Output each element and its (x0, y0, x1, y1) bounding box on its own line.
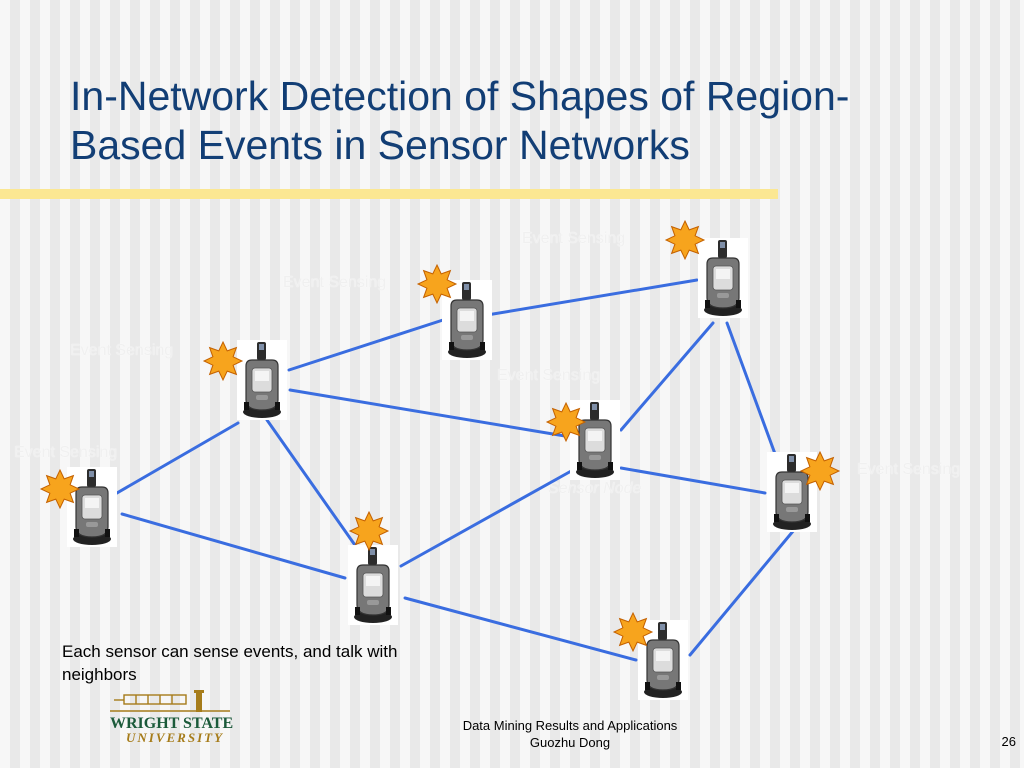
link (688, 528, 796, 657)
link (265, 418, 359, 550)
event-burst-icon (40, 469, 80, 509)
event-burst-icon (546, 402, 586, 442)
slide-title-line-2: Based Events in Sensor Networks (70, 122, 690, 168)
slide-caption: Each sensor can sense events, and talk w… (62, 642, 398, 684)
event-burst-icon (417, 264, 457, 304)
link (120, 512, 347, 580)
tower-icon (194, 690, 204, 712)
sensor-node-icon (697, 237, 749, 319)
event-burst-icon (665, 220, 705, 260)
footer-course-title: Data Mining Results and Applications (462, 718, 678, 733)
sensor-node-icon (347, 544, 399, 626)
slide-title-line-1: In-Network Detection of Shapes of Region… (70, 73, 850, 119)
footer-author: Guozhu Dong (529, 735, 611, 750)
sensor-node-icon (441, 279, 493, 361)
title-underline-bar (0, 189, 778, 199)
event-burst-icon (349, 511, 389, 551)
logo-text-line-1: WRIGHT STATE (110, 715, 233, 732)
wright-state-logo: WRIGHT STATE UNIVERSITY (110, 690, 233, 745)
slide-title: In-Network Detection of Shapes of Region… (70, 72, 970, 170)
event-burst-icon (800, 451, 840, 491)
slide-number: 26 (1001, 734, 1016, 749)
logo-text-line-2: UNIVERSITY (126, 730, 224, 745)
event-sensing-label: Event Sensing (497, 367, 601, 384)
network-links (108, 278, 796, 662)
link (399, 468, 575, 568)
sensor-node-icon (66, 466, 118, 548)
link (287, 318, 445, 372)
sensor-node-icon (236, 339, 288, 421)
link (619, 466, 767, 495)
event-sensing-label: Event Sensing (283, 274, 387, 291)
event-sensing-label: Event Sensing (857, 461, 961, 478)
wright-flyer-icon (114, 694, 187, 705)
sensor-nodes (66, 237, 818, 701)
link (725, 321, 780, 464)
link (288, 388, 567, 438)
slide-footer: Data Mining Results and Applications Guo… (420, 717, 720, 751)
link (485, 278, 699, 317)
event-sensing-label: Event Sensing (522, 230, 626, 247)
event-burst-icon (203, 341, 243, 381)
event-sensing-label: Event Sensing (14, 444, 118, 461)
event-burst-icon (613, 612, 653, 652)
link (619, 321, 715, 432)
link (403, 596, 638, 662)
link (108, 421, 240, 499)
sensor-node-label: Sensor Node (548, 480, 642, 497)
event-sensing-label: Event Sensing (70, 342, 174, 359)
